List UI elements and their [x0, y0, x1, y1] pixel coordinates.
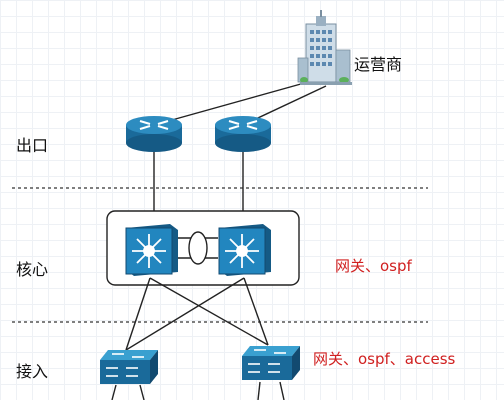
- access-switch-left-icon: [100, 350, 158, 384]
- downlink-access-left: [111, 384, 117, 400]
- access-protocols-annotation: 网关、ospf、access: [313, 350, 456, 368]
- layer-label-access: 接入: [16, 362, 49, 381]
- access-switch-right-icon: [242, 346, 300, 380]
- layer-label-core: 核心: [16, 260, 49, 279]
- link-core-left-access-right: [149, 277, 269, 346]
- stack-ring: [188, 231, 208, 265]
- link-core-right-access-right: [243, 277, 269, 346]
- downlink-access-right-2: [279, 381, 285, 400]
- router-right-icon: [215, 116, 271, 152]
- core-protocols-annotation: 网关、ospf: [335, 257, 412, 275]
- link-isp-router-left: [153, 81, 309, 126]
- isp-building-icon: [297, 10, 352, 85]
- router-left-icon: [126, 116, 182, 152]
- link-core-right-access-left: [125, 277, 245, 351]
- link-core-left-access-left: [125, 277, 151, 351]
- isp-label: 运营商: [354, 55, 403, 74]
- core-switch-right-icon: [218, 224, 271, 276]
- downlink-access-right: [257, 381, 261, 400]
- downlink-access-left-2: [139, 384, 145, 400]
- layer-label-exit: 出口: [16, 136, 49, 155]
- core-switch-left-icon: [125, 224, 178, 276]
